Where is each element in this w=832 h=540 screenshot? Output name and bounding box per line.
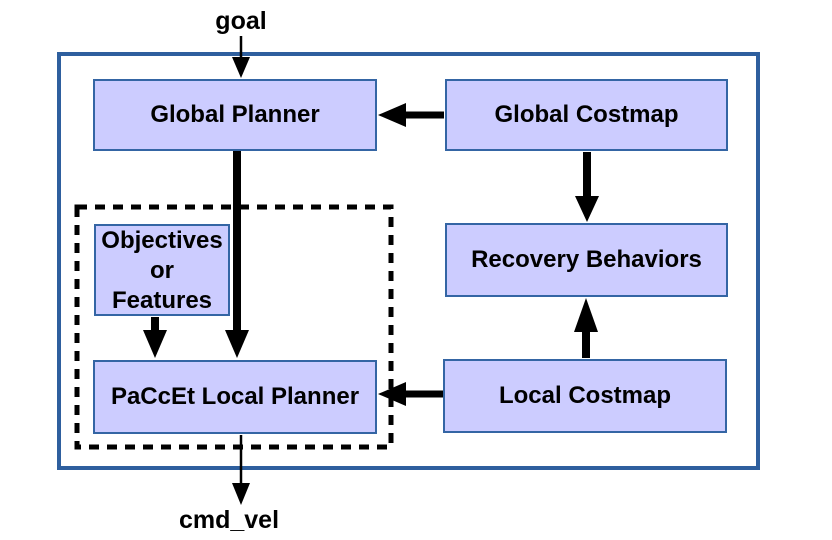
node-local-costmap-label: Local Costmap <box>498 381 672 409</box>
node-objectives-line2: or <box>150 257 174 284</box>
node-global-costmap: Global Costmap <box>445 79 728 151</box>
node-global-planner: Global Planner <box>93 79 377 151</box>
node-recovery-behaviors-label: Recovery Behaviors <box>471 245 702 273</box>
goal-input-label: goal <box>215 7 267 35</box>
node-local-costmap: Local Costmap <box>443 359 727 433</box>
node-objectives-line1: Objectives <box>101 227 223 254</box>
node-paccet-local-planner-label: PaCcEt Local Planner <box>110 382 360 410</box>
node-global-planner-label: Global Planner <box>150 100 320 128</box>
node-global-costmap-label: Global Costmap <box>494 100 679 128</box>
node-recovery-behaviors: Recovery Behaviors <box>445 223 728 297</box>
node-objectives-line3: Features <box>111 287 213 314</box>
outer-frame <box>57 52 760 470</box>
node-objectives-features: Objectives or Features <box>94 224 230 316</box>
node-paccet-local-planner: PaCcEt Local Planner <box>93 360 377 434</box>
cmd-vel-output-label: cmd_vel <box>178 506 280 534</box>
